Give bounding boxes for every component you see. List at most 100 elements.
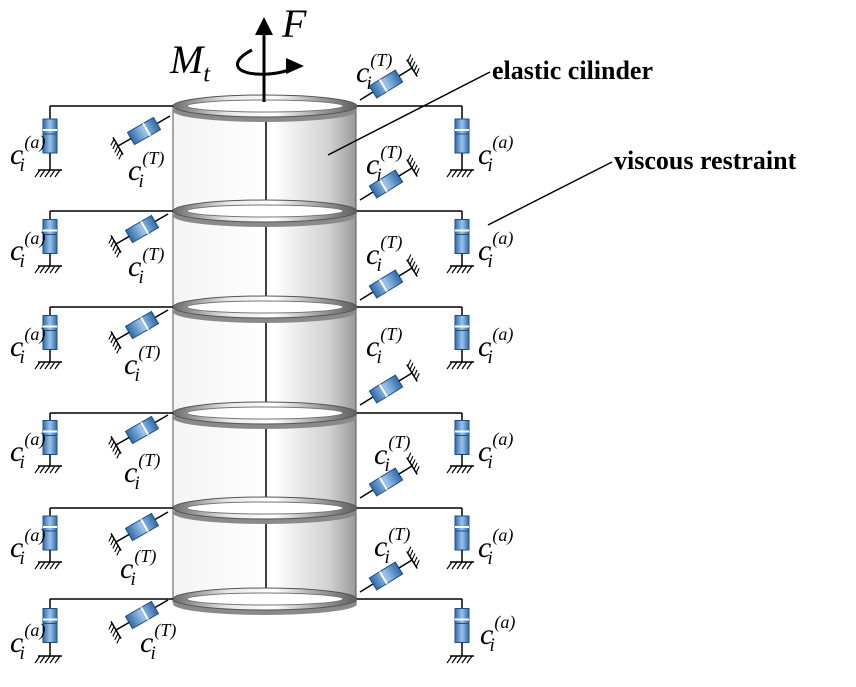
elastic-cylinder-label: elastic cilinder [492,56,654,85]
axial-coefficient-left: c(a)i [10,526,45,568]
torsional-coefficient-right: c(T)i [374,525,410,567]
coef-superscript: (a) [492,131,514,152]
torsional-coefficient-right: c(T)i [366,233,402,275]
coef-superscript: (T) [142,243,165,264]
elastic-cylinder [172,104,357,603]
axial-damper-icon [454,508,470,562]
axial-damper-icon [42,211,58,266]
axial-coefficient-right: c(a)i [478,325,513,367]
axial-damper-icon [42,307,58,362]
ground-icon [446,361,474,370]
coef-base: c [10,138,24,171]
torsional-damper-icon [110,115,171,160]
torsional-coefficient-right: c(T)i [366,325,402,367]
ground-icon [446,169,474,178]
torsional-damper-icon [359,359,420,406]
axial-coefficient-right: c(a)i [478,526,513,568]
coef-superscript: (a) [24,428,46,449]
torsional-coefficient-left: c(T)i [120,547,156,589]
torsional-damper-icon [108,511,169,556]
coef-subscript: i [134,472,140,494]
coef-subscript: i [366,72,372,94]
torsional-coefficient-right: c(T)i [366,143,402,185]
coef-base: c [374,530,388,563]
coef-superscript: (a) [24,619,46,640]
coef-base: c [128,154,142,187]
coef-superscript: (a) [494,611,516,632]
coef-base: c [128,250,142,283]
axial-coefficient-right: c(a)i [478,133,513,175]
moment-label: Mt [170,37,210,88]
coef-subscript: i [138,266,144,288]
coef-subscript: i [19,250,25,272]
coef-subscript: i [384,546,390,568]
coef-base: c [10,626,24,659]
coef-subscript: i [376,254,382,276]
ground-icon [34,169,62,178]
coef-superscript: (T) [134,545,157,566]
coef-superscript: (a) [24,524,46,545]
damper-layer [34,54,474,664]
coef-superscript: (a) [492,428,514,449]
moment-symbol: M [170,37,204,82]
ground-icon [34,561,62,570]
torsional-coefficient-left: c(T)i [140,621,176,663]
torsional-damper-icon [359,254,420,301]
coef-subscript: i [487,154,493,176]
coef-base: c [478,330,492,363]
coef-superscript: (T) [142,147,165,168]
coef-superscript: (T) [370,49,393,70]
torsional-damper-icon [108,414,169,459]
axial-coefficient-left: c(a)i [10,133,45,175]
coef-subscript: i [130,568,136,590]
torsional-damper-icon [359,154,420,201]
coef-base: c [366,330,380,363]
ground-icon [34,655,62,664]
torsional-coefficient-right: c(T)i [374,433,410,475]
ground-icon [446,561,474,570]
coef-base: c [478,234,492,267]
coef-base: c [10,531,24,564]
coef-subscript: i [487,250,493,272]
coef-superscript: (a) [24,131,46,152]
coef-superscript: (T) [380,323,403,344]
axial-coefficient-right: c(a)i [478,229,513,271]
ring-layer [172,94,358,615]
coef-subscript: i [19,642,25,664]
coef-base: c [10,330,24,363]
coef-subscript: i [19,154,25,176]
ring [172,199,358,227]
coef-superscript: (T) [154,619,177,640]
coef-subscript: i [376,346,382,368]
moment-subscript: t [203,61,210,88]
coef-subscript: i [150,642,156,664]
coef-base: c [124,456,138,489]
coef-subscript: i [19,547,25,569]
force-label: F [282,4,306,44]
viscous-callout-line [487,161,613,226]
axial-damper-icon [454,106,470,170]
axial-damper-icon [454,413,470,466]
coef-superscript: (a) [24,323,46,344]
ground-icon [34,265,62,274]
coef-subscript: i [19,346,25,368]
coef-subscript: i [376,164,382,186]
torsional-damper-icon [108,213,169,258]
coef-subscript: i [487,346,493,368]
coef-base: c [120,552,134,585]
elastic-callout-line [327,71,491,156]
axial-damper-icon [42,599,58,656]
axial-damper-icon [42,413,58,466]
coef-base: c [480,618,494,651]
viscous-restraint-label: viscous restraint [614,146,797,175]
ring [172,496,358,524]
coef-subscript: i [138,170,144,192]
coef-superscript: (a) [492,227,514,248]
coef-superscript: (T) [380,141,403,162]
torsional-damper-icon [359,54,420,101]
axial-coefficient-right: c(a)i [478,430,513,472]
torsional-damper-icon [108,599,169,644]
torsional-damper-icon [108,309,169,354]
axial-damper-icon [42,106,58,170]
